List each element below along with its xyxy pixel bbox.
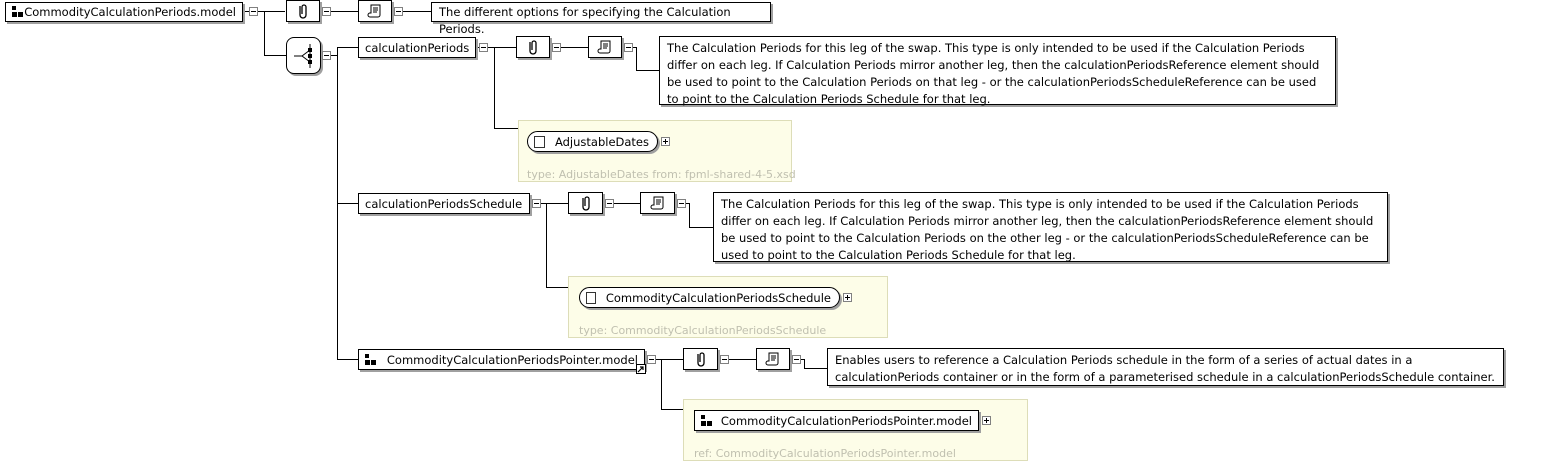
pointer-model-ref-group[interactable]: CommodityCalculationPeriodsPointer.model — [694, 410, 979, 431]
calculation-periods-attachment[interactable] — [516, 36, 550, 58]
root-model-group-node[interactable]: CommodityCalculationPeriods.model — [5, 2, 243, 22]
collapse-icon[interactable] — [720, 355, 729, 364]
scroll-icon — [650, 196, 663, 210]
paperclip-icon — [299, 4, 307, 19]
complex-type-icon — [534, 135, 545, 148]
collapse-icon[interactable] — [677, 199, 686, 208]
root-annotation: The different options for specifying the… — [431, 2, 771, 36]
calculation-periods-annotation: The Calculation Periods for this leg of … — [659, 36, 1336, 106]
pointer-model-group-ref[interactable]: CommodityCalculationPeriodsPointer.model — [358, 349, 645, 370]
collapse-icon[interactable] — [322, 51, 331, 60]
paperclip-icon — [529, 40, 537, 55]
plus-icon[interactable] — [661, 137, 670, 146]
type-label: type: CommodityCalculationPeriodsSchedul… — [579, 324, 827, 337]
element-name: calculationPeriodsSchedule — [365, 196, 523, 211]
collapse-icon[interactable] — [605, 199, 614, 208]
calculation-periods-schedule-documentation[interactable] — [640, 192, 675, 214]
scroll-icon — [597, 40, 611, 54]
calculation-periods-type-box: AdjustableDates type: AdjustableDates fr… — [518, 120, 796, 182]
element-name: calculationPeriods — [365, 40, 470, 55]
calculation-periods-schedule-annotation: The Calculation Periods for this leg of … — [713, 192, 1388, 262]
paperclip-icon — [581, 196, 590, 211]
root-model-group-name: CommodityCalculationPeriods.model — [24, 5, 236, 19]
collapse-icon[interactable] — [647, 355, 656, 364]
scroll-icon — [367, 4, 381, 18]
reference-arrow-icon[interactable] — [636, 364, 646, 374]
collapse-icon[interactable] — [792, 355, 801, 364]
collapse-icon[interactable] — [479, 43, 488, 52]
calculation-periods-element[interactable]: calculationPeriods — [358, 37, 476, 58]
collapse-icon[interactable] — [249, 7, 258, 16]
calculation-periods-schedule-element[interactable]: calculationPeriodsSchedule — [358, 193, 530, 214]
collapse-icon[interactable] — [394, 7, 403, 16]
commodity-calculation-periods-schedule-type[interactable]: CommodityCalculationPeriodsSchedule — [579, 287, 840, 308]
root-documentation-node[interactable] — [358, 0, 392, 22]
plus-icon[interactable] — [982, 416, 991, 425]
ref-label: ref: CommodityCalculationPeriodsPointer.… — [694, 447, 956, 460]
collapse-icon[interactable] — [532, 199, 541, 208]
scroll-icon — [765, 352, 779, 366]
complex-type-icon — [586, 291, 596, 304]
model-group-name: CommodityCalculationPeriodsPointer.model — [386, 352, 638, 367]
model-group-icon — [12, 6, 23, 18]
sequence-compositor[interactable] — [286, 37, 321, 74]
calculation-periods-documentation[interactable] — [588, 36, 622, 58]
pointer-model-attachment[interactable] — [683, 348, 718, 370]
paperclip-icon — [696, 352, 705, 367]
type-label: type: AdjustableDates from: fpml-shared-… — [527, 168, 796, 181]
pointer-model-documentation[interactable] — [756, 348, 790, 370]
adjustable-dates-type[interactable]: AdjustableDates — [527, 131, 658, 152]
pointer-model-ref-box: CommodityCalculationPeriodsPointer.model… — [683, 399, 1028, 461]
sequence-compositor-icon — [293, 43, 312, 68]
collapse-icon[interactable] — [624, 43, 633, 52]
calculation-periods-schedule-type-box: CommodityCalculationPeriodsSchedule type… — [568, 276, 888, 338]
model-group-icon — [365, 353, 377, 366]
pointer-model-annotation: Enables users to reference a Calculation… — [827, 348, 1504, 386]
root-attachment-node[interactable] — [286, 0, 320, 22]
collapse-icon[interactable] — [552, 43, 561, 52]
calculation-periods-schedule-attachment[interactable] — [568, 192, 603, 214]
plus-icon[interactable] — [843, 293, 852, 302]
model-group-icon — [701, 414, 712, 427]
collapse-icon[interactable] — [322, 7, 331, 16]
